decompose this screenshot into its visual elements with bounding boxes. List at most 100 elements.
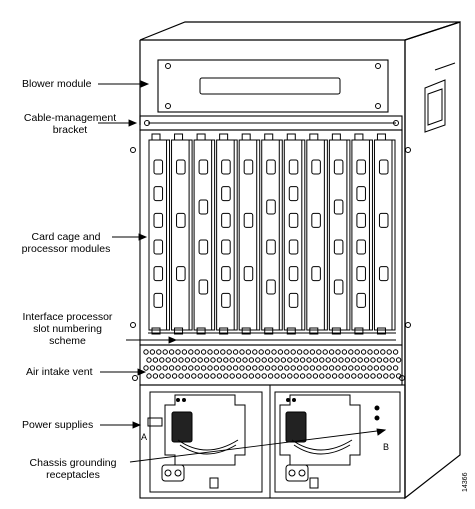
vent-hole: [216, 357, 223, 363]
card-ejector: [264, 133, 274, 141]
card-connector: [288, 239, 299, 255]
vent-hole: [338, 357, 344, 363]
label-cable-bracket-line1: Cable-management: [23, 112, 117, 124]
label-slot-scheme-line2: slot numbering: [33, 323, 102, 335]
vent-hole: [316, 349, 322, 355]
vent-hole: [255, 373, 261, 379]
vent-hole: [299, 357, 306, 363]
card-connector: [311, 159, 321, 175]
figure-id: 14366: [462, 472, 469, 492]
vent-hole: [287, 357, 293, 363]
vent-hole: [264, 365, 271, 371]
card-connector: [153, 239, 164, 255]
card-cage: [148, 133, 396, 335]
vent-hole: [149, 365, 156, 371]
vent-hole: [383, 373, 389, 379]
vent-hole: [392, 349, 399, 355]
vent-hole: [264, 349, 271, 355]
vent-hole: [143, 365, 149, 371]
card-connector: [378, 159, 389, 175]
vent-hole: [232, 365, 239, 371]
card-ejector: [196, 133, 206, 141]
vent-hole: [143, 349, 149, 355]
card-connector: [198, 199, 209, 215]
vent-hole: [156, 365, 162, 371]
card-connector: [266, 159, 276, 175]
vent-hole: [370, 357, 376, 363]
card-connector: [266, 199, 276, 215]
vent-hole: [316, 365, 322, 371]
vent-hole: [357, 373, 363, 379]
vent-hole: [261, 357, 267, 363]
vent-hole: [207, 365, 213, 371]
vent-hole: [296, 365, 303, 371]
card-connector: [356, 212, 366, 228]
vent-hole: [210, 357, 216, 363]
vent-hole: [171, 373, 178, 379]
vent-hole: [159, 357, 165, 363]
vent-hole: [303, 365, 309, 371]
card-connector: [356, 266, 366, 282]
card-ejector: [286, 327, 296, 335]
card-ejector: [174, 133, 184, 141]
card-ejector: [219, 327, 229, 335]
card-connector: [288, 159, 299, 175]
vent-hole: [267, 357, 274, 363]
label-slot-scheme-line1: Interface processor: [22, 311, 113, 323]
label-grounding-line2: receptacles: [46, 469, 100, 481]
power-supply-b: [274, 391, 401, 493]
vent-hole: [354, 349, 360, 355]
vent-hole: [389, 357, 395, 363]
card-connector: [153, 186, 164, 202]
card-connector: [288, 292, 299, 308]
label-card-cage: Card cage and processor modules: [18, 231, 114, 255]
vent-hole: [290, 349, 296, 355]
vent-hole: [220, 365, 226, 371]
vent-hole: [242, 357, 248, 363]
vent-hole: [335, 349, 341, 355]
vent-hole: [312, 373, 319, 379]
card-connector: [198, 239, 209, 255]
power-supply-bay: [139, 384, 406, 499]
blower-module: [157, 59, 389, 113]
vent-hole: [168, 365, 175, 371]
psu-label-a: A: [141, 432, 147, 442]
vent-hole: [331, 373, 338, 379]
card-connector: [333, 239, 344, 255]
vent-hole: [178, 373, 184, 379]
vent-hole: [188, 365, 194, 371]
vent-hole: [274, 373, 280, 379]
leader-grounding: [129, 429, 386, 463]
vent-hole: [168, 349, 175, 355]
card-connector: [153, 266, 164, 282]
vent-hole: [348, 365, 354, 371]
arrowhead: [138, 233, 148, 241]
card-connector: [221, 239, 231, 255]
vent-hole: [162, 365, 168, 371]
card-ejector: [174, 327, 184, 335]
vent-hole: [271, 349, 277, 355]
vent-hole: [252, 349, 258, 355]
card-connector: [378, 212, 389, 228]
vent-hole: [395, 357, 402, 363]
vent-hole: [248, 357, 255, 363]
card-connector: [311, 212, 321, 228]
vent-hole: [159, 373, 165, 379]
vent-hole: [165, 357, 171, 363]
vent-hole: [216, 373, 223, 379]
vent-hole: [344, 357, 351, 363]
card-connector: [243, 212, 254, 228]
vent-hole: [229, 357, 235, 363]
vent-hole: [386, 349, 392, 355]
vent-hole: [245, 365, 252, 371]
vent-hole: [252, 365, 258, 371]
card-ejector: [376, 327, 386, 335]
card-connector: [198, 279, 209, 295]
vent-hole: [191, 357, 197, 363]
vent-hole: [239, 349, 245, 355]
vent-hole: [344, 373, 351, 379]
label-slot-scheme: Interface processor slot numbering schem…: [10, 311, 125, 347]
vent-hole: [328, 349, 335, 355]
card-ejector: [264, 327, 274, 335]
card-ejector: [376, 133, 386, 141]
